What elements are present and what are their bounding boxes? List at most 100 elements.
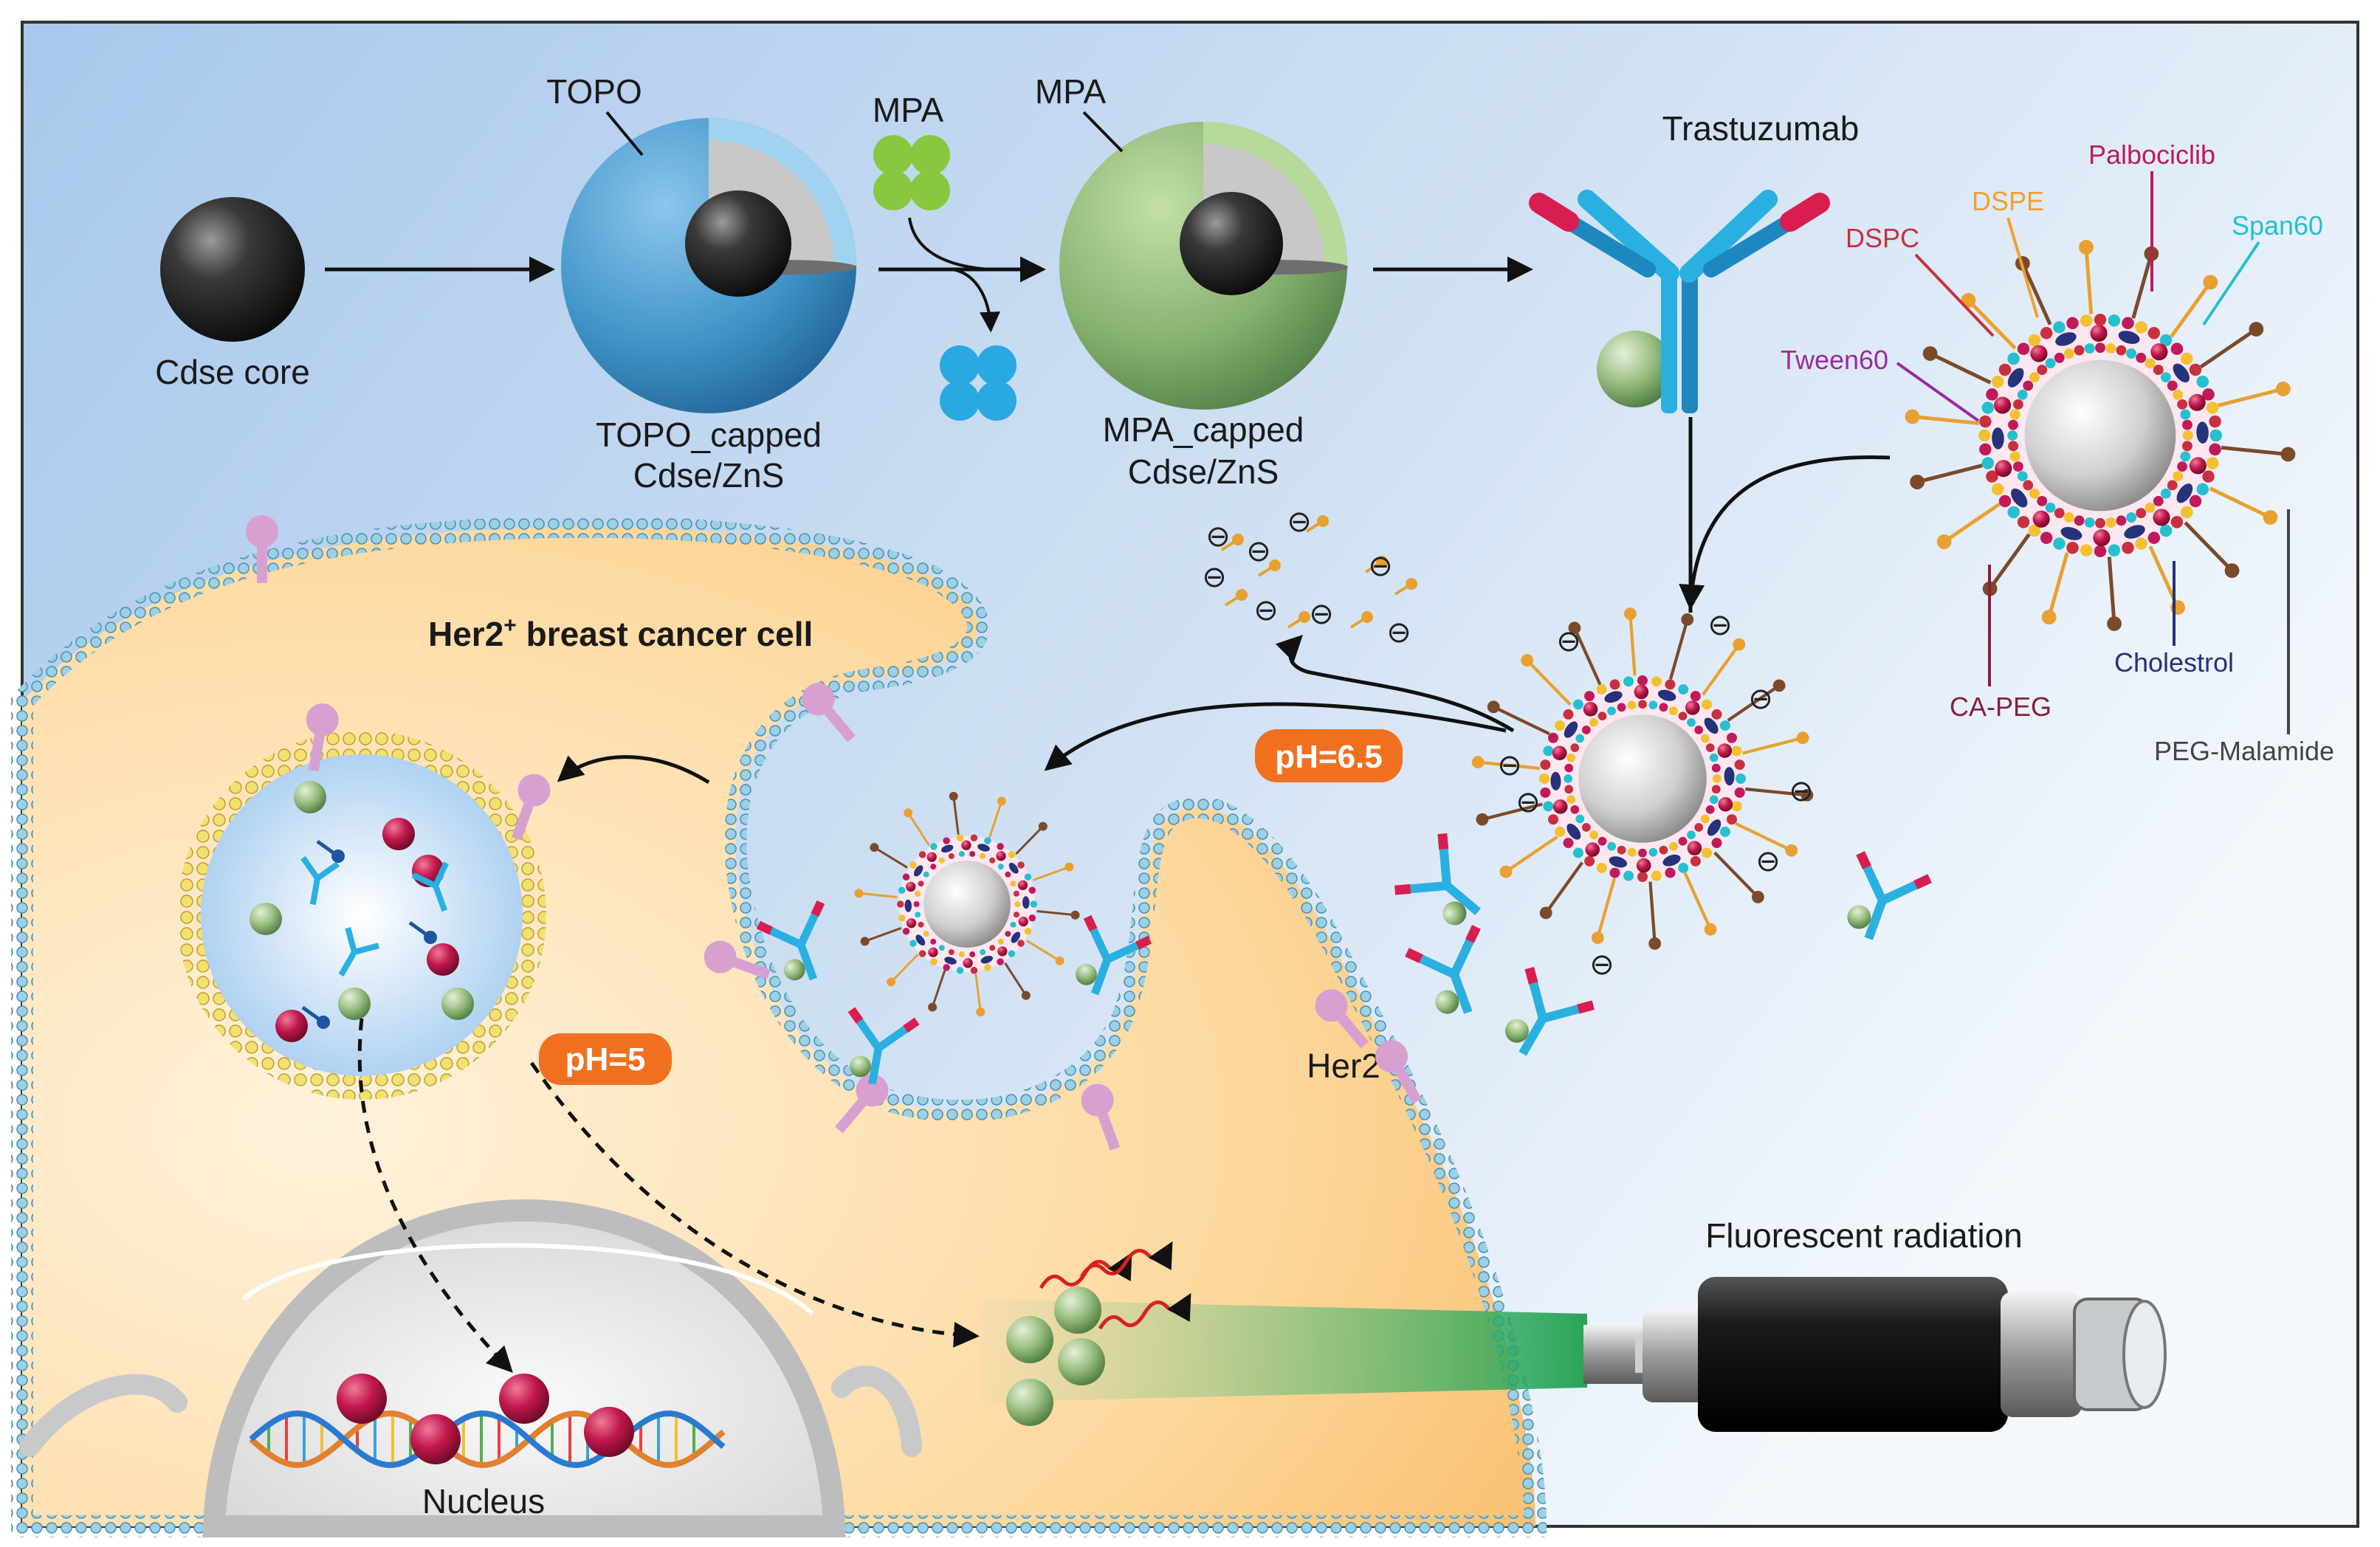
palbociclib-molecule <box>1636 858 1651 873</box>
drug-bound-dna <box>337 1374 387 1424</box>
lipid-head <box>1548 814 1559 825</box>
peg-stalk <box>2170 280 2212 338</box>
legend-cholestrol: Cholestrol <box>2114 647 2234 678</box>
peg-stalk <box>2107 557 2116 624</box>
lipid-head <box>913 901 920 907</box>
peg-end <box>887 977 896 987</box>
legend-ca-peg: CA-PEG <box>1950 692 2051 722</box>
peg-end <box>1922 346 1938 361</box>
peg-end <box>976 1007 986 1017</box>
lipid-head <box>2173 389 2184 400</box>
peg-end <box>1681 613 1694 626</box>
lipid-head <box>2094 314 2107 326</box>
bound-antibody <box>1847 851 1932 940</box>
peg-stalk <box>2199 327 2257 369</box>
lipid-head <box>918 921 924 928</box>
peg-end <box>854 889 864 898</box>
palbociclib-molecule <box>963 958 973 968</box>
lipid-head <box>943 837 950 844</box>
lipid-head <box>902 927 910 935</box>
lipid-head <box>1979 415 1992 428</box>
lipid-head <box>2023 480 2034 491</box>
negative-charge: ⊖ <box>1589 948 1614 981</box>
legend-dspe: DSPE <box>1972 186 2044 216</box>
peg-end <box>2280 447 2296 462</box>
lipid-head <box>1668 706 1678 716</box>
palbociclib-molecule <box>1585 842 1600 857</box>
lipid-head <box>2173 471 2184 482</box>
conjugation-arrow <box>1679 455 1891 610</box>
peg-stalk <box>1988 533 2031 590</box>
drug-bound-dna <box>410 1414 461 1464</box>
cholesterol-molecule <box>904 899 912 912</box>
lipid-head <box>2116 515 2127 526</box>
peg-end <box>997 796 1006 806</box>
cholesterol-molecule <box>1550 771 1561 790</box>
peg-stalk <box>1735 821 1792 852</box>
label-her2: Her2 <box>1307 1047 1380 1085</box>
peg-end <box>1070 910 1080 920</box>
label-mpa-capped: MPA_capped <box>1103 410 1304 449</box>
peg-end <box>928 1002 938 1012</box>
legend-pointer <box>2202 241 2260 326</box>
peg-stalk <box>1745 787 1808 797</box>
lipid-head <box>1694 823 1704 832</box>
cholesterol-molecule <box>1724 767 1735 786</box>
negative-charge: ⊖ <box>1253 594 1279 627</box>
cholesterol-molecule <box>977 844 990 852</box>
lipid-head <box>1705 804 1715 814</box>
lipid-head <box>1986 388 1998 401</box>
label-cell-title: Her2+ breast cancer cell <box>428 613 813 653</box>
lipid-head <box>984 964 991 971</box>
free-ligand-head <box>1376 556 1388 568</box>
lipid-head <box>2159 524 2173 537</box>
negative-charge: ⊖ <box>1368 550 1393 582</box>
cholesterol-molecule <box>2124 525 2145 539</box>
palbociclib-molecule <box>997 946 1008 957</box>
palbociclib-molecule <box>1717 743 1733 758</box>
her2-receptor <box>306 703 339 772</box>
cdse-core <box>160 197 305 342</box>
arrow-release <box>1275 635 1515 733</box>
peg-end <box>860 937 870 946</box>
lipid-head <box>2053 321 2066 334</box>
lipid-head <box>1627 847 1637 857</box>
lipid-head <box>969 850 976 857</box>
negative-charge: ⊖ <box>1202 561 1227 593</box>
lipid-head <box>2170 342 2184 355</box>
lipid-head <box>1711 763 1721 773</box>
lipid-head <box>2116 345 2127 356</box>
lipid-head <box>1564 785 1574 794</box>
free-ligand-head <box>1269 559 1281 571</box>
lipid-head <box>1700 734 1710 743</box>
lipid-head <box>2189 495 2202 508</box>
dna-strand <box>249 1410 726 1469</box>
negative-charge: ⊖ <box>1287 506 1312 538</box>
lipid-head <box>2122 541 2134 554</box>
lipid-head <box>1694 726 1704 734</box>
peg-end <box>904 808 913 818</box>
lipid-head <box>2074 345 2085 356</box>
peg-end <box>1785 844 1798 857</box>
lipid-head <box>1731 801 1742 812</box>
free-ligand-head <box>1406 578 1417 590</box>
lipid-head <box>1017 861 1025 869</box>
peg-stalk <box>2047 552 2069 618</box>
lipid-head <box>1589 717 1598 727</box>
lipid-head <box>2145 502 2156 513</box>
lipid-head <box>2063 512 2074 523</box>
ph-5-badge: pH=5 <box>539 1033 672 1085</box>
lipid-head <box>1609 867 1620 878</box>
topo-pointer <box>605 111 644 156</box>
lipid-head <box>1734 759 1745 771</box>
peg-end <box>2203 275 2218 290</box>
negative-charge: ⊖ <box>1246 535 1271 568</box>
lipid-head <box>930 958 938 965</box>
peg-stalk <box>864 927 902 943</box>
lipid-head <box>2177 461 2188 472</box>
peg-end <box>1055 956 1065 965</box>
lipid-head <box>2209 415 2221 428</box>
cholesterol-molecule <box>1609 856 1628 868</box>
lipid-head <box>2126 512 2137 523</box>
lipid-head <box>2074 515 2085 526</box>
